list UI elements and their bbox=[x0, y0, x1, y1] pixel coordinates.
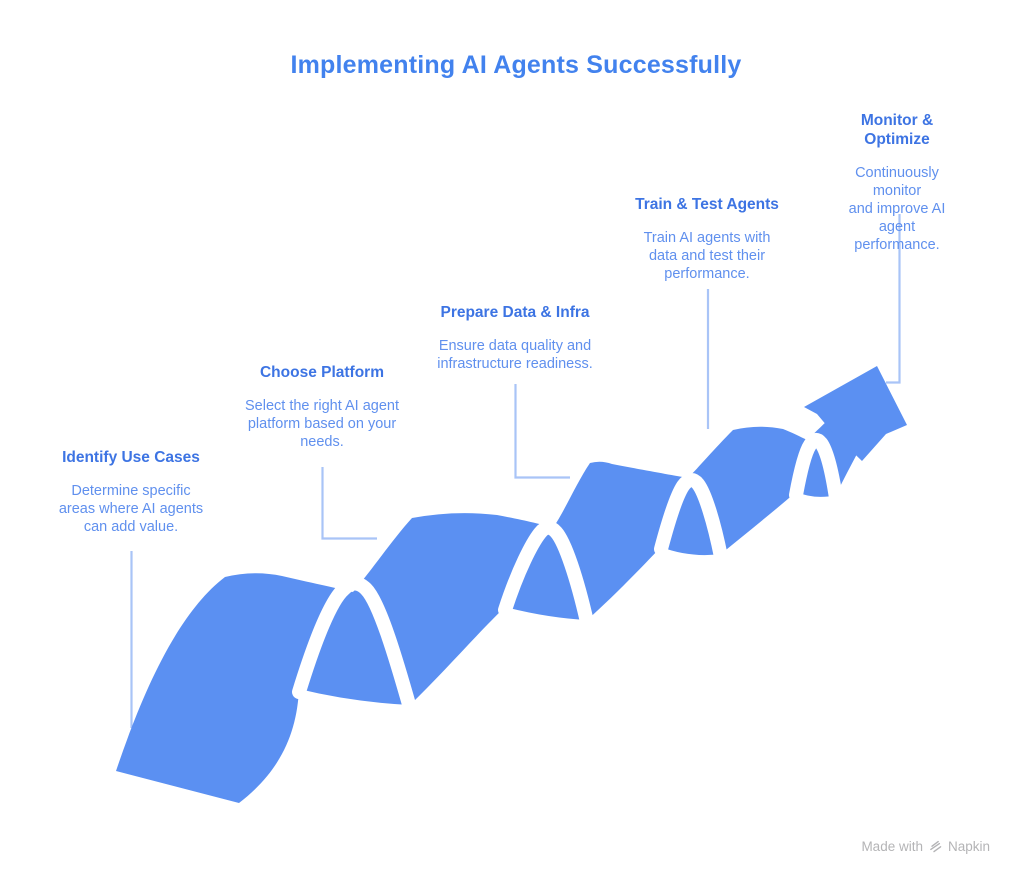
connector-step-3 bbox=[514, 384, 570, 479]
step-block-2: Choose Platform Select the right AI agen… bbox=[245, 363, 399, 451]
step-block-3: Prepare Data & Infra Ensure data quality… bbox=[437, 303, 593, 373]
step-title: Choose Platform bbox=[259, 364, 384, 381]
connector-step-5 bbox=[886, 214, 901, 384]
step-description: Train AI agents with data and test their… bbox=[643, 230, 771, 282]
step-title: Train & Test Agents bbox=[635, 196, 779, 213]
wave-fold-cuts bbox=[292, 433, 843, 715]
wave-fold-cut-2 bbox=[498, 520, 594, 629]
step-title: Identify Use Cases bbox=[62, 449, 200, 466]
made-with-label: Made with bbox=[861, 839, 923, 854]
ascending-wave-ribbon bbox=[116, 397, 876, 803]
wave-fold-cut-3 bbox=[654, 473, 728, 564]
step-block-4: Train & Test Agents Train AI agents with… bbox=[635, 195, 779, 283]
page-title: Implementing AI Agents Successfully bbox=[290, 51, 742, 79]
wave-fold-cut-1 bbox=[292, 576, 417, 715]
step-block-5: Monitor & Optimize Continuously monitor … bbox=[830, 111, 965, 254]
arrowhead bbox=[804, 366, 907, 461]
step-description: Determine specific areas where AI agents… bbox=[58, 483, 204, 535]
step-block-1: Identify Use Cases Determine specific ar… bbox=[59, 448, 203, 536]
step-description: Continuously monitor and improve AI agen… bbox=[848, 165, 946, 253]
connector-step-2 bbox=[321, 467, 377, 540]
step-connector-lines bbox=[130, 214, 901, 728]
step-title: Prepare Data & Infra bbox=[440, 304, 590, 321]
napkin-logo-icon bbox=[930, 840, 942, 853]
wave-fold-cut-4 bbox=[789, 433, 843, 505]
step-title: Monitor & Optimize bbox=[860, 112, 934, 148]
made-with-napkin-watermark[interactable]: Made with Napkin bbox=[861, 839, 990, 854]
step-description: Select the right AI agent platform based… bbox=[245, 398, 399, 450]
napkin-brand-label: Napkin bbox=[947, 839, 990, 854]
step-description: Ensure data quality and infrastructure r… bbox=[437, 338, 593, 372]
